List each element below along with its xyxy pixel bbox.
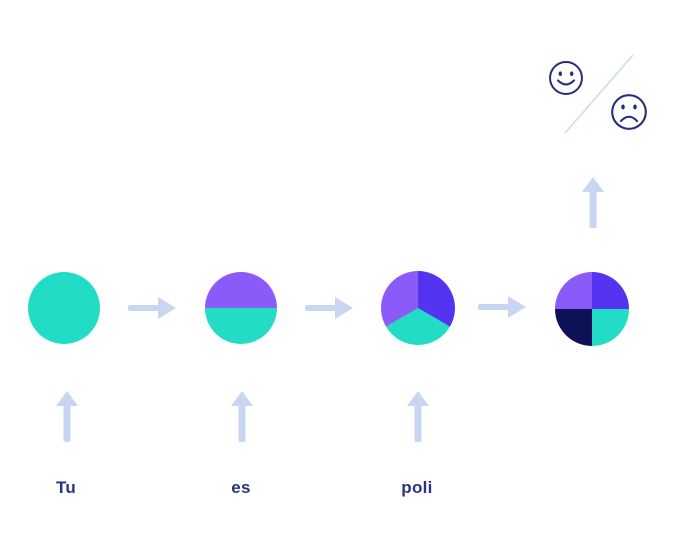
state-circle-2 <box>205 272 277 344</box>
right-arrow-icon <box>305 297 353 319</box>
token-label-es: es <box>231 478 251 497</box>
state-circle-1 <box>28 272 100 344</box>
up-arrow-icon <box>231 391 253 442</box>
up-arrow-icon <box>582 177 604 228</box>
state-circle-3 <box>381 271 455 345</box>
up-arrow-icon <box>407 391 429 442</box>
state-circle-4 <box>555 272 629 346</box>
token-label-poli: poli <box>401 478 433 497</box>
token-label-tu: Tu <box>55 478 77 497</box>
right-arrow-icon <box>128 297 176 319</box>
sad-face-icon <box>609 92 649 132</box>
happy-face-icon <box>547 59 585 97</box>
up-arrow-icon <box>56 391 78 442</box>
right-arrow-icon <box>478 296 526 318</box>
divider-slash-icon <box>562 52 636 141</box>
